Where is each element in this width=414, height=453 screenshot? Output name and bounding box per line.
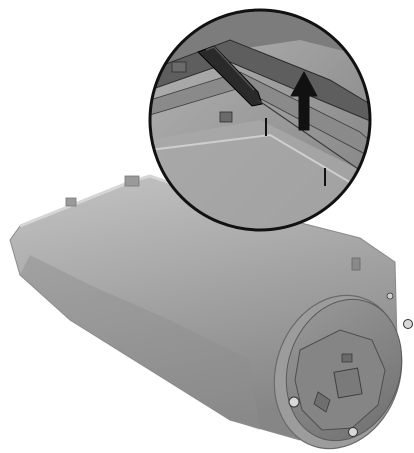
pull-direction-arrow-icon: [290, 71, 318, 131]
magnified-inset: [148, 8, 372, 232]
cartridge-end-cap: [273, 292, 413, 450]
